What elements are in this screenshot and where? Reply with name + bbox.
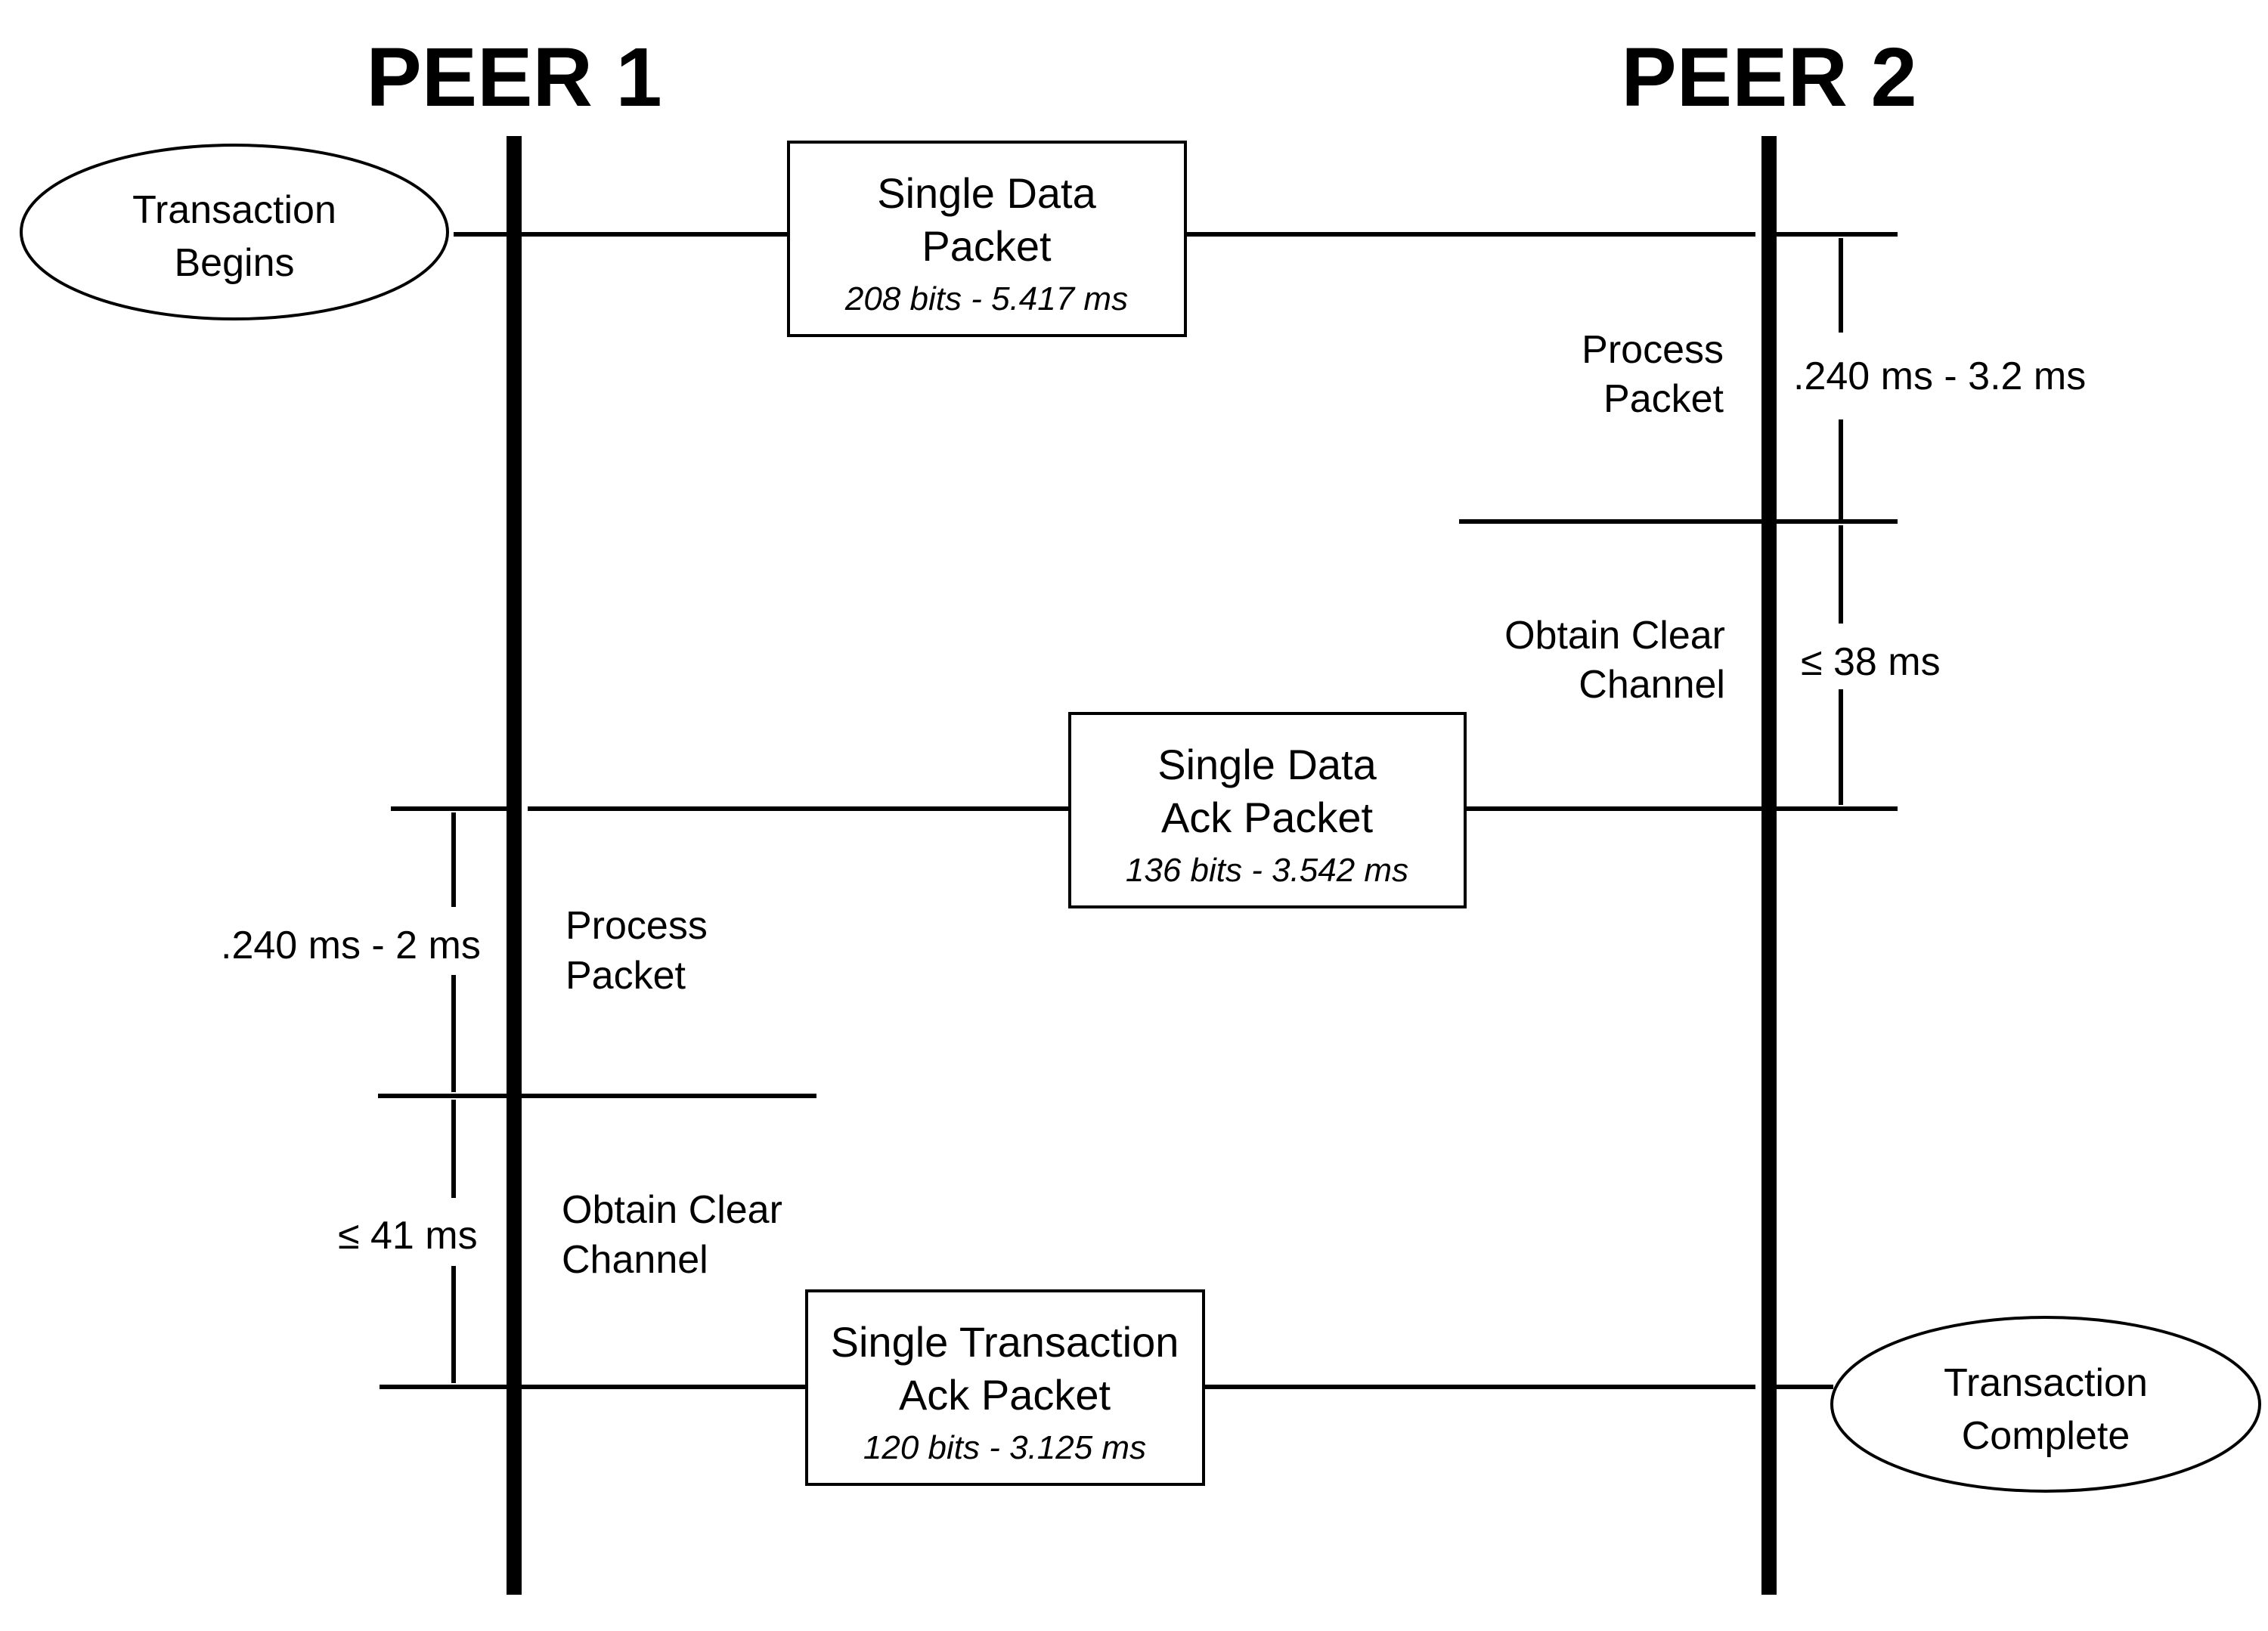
transaction-begins-line2: Begins	[175, 241, 295, 285]
transaction-begins-terminal: Transaction Begins	[20, 144, 449, 320]
peer1-obtain-timing: ≤ 41 ms	[338, 1214, 478, 1258]
transaction-ack-detail: 120 bits - 3.125 ms	[863, 1429, 1146, 1466]
data-ack-line1: Single Data	[1157, 741, 1377, 788]
transaction-ack-line2: Ack Packet	[899, 1371, 1111, 1419]
transaction-begins-line1: Transaction	[132, 188, 336, 232]
transaction-complete-line1: Transaction	[1944, 1361, 2148, 1405]
transaction-ack-line1: Single Transaction	[831, 1318, 1179, 1366]
peer1-title: PEER 1	[366, 31, 662, 124]
peer1-obtain-line2: Channel	[562, 1238, 708, 1282]
data-packet-detail: 208 bits - 5.417 ms	[844, 280, 1128, 317]
transaction-complete-line2: Complete	[1962, 1414, 2130, 1458]
peer2-obtain-line1: Obtain Clear	[1504, 614, 1725, 658]
single-transaction-ack-packet-box: Single Transaction Ack Packet 120 bits -…	[805, 1289, 1205, 1486]
peer2-process-timing: .240 ms - 3.2 ms	[1793, 354, 2086, 398]
peer2-title: PEER 2	[1621, 31, 1916, 124]
single-data-ack-packet-box: Single Data Ack Packet 136 bits - 3.542 …	[1068, 712, 1467, 908]
transaction-complete-terminal: Transaction Complete	[1830, 1316, 2261, 1493]
peer1-obtain-line1: Obtain Clear	[562, 1188, 782, 1232]
single-data-packet-box: Single Data Packet 208 bits - 5.417 ms	[787, 141, 1187, 337]
peer2-obtain-timing: ≤ 38 ms	[1801, 640, 1941, 684]
peer1-process-timing: .240 ms - 2 ms	[221, 924, 481, 967]
peer1-process-line1: Process	[565, 904, 708, 948]
peer2-process-line2: Packet	[1603, 377, 1724, 421]
data-ack-detail: 136 bits - 3.542 ms	[1126, 852, 1408, 889]
peer2-obtain-line2: Channel	[1579, 663, 1725, 707]
peer1-process-line2: Packet	[565, 954, 686, 998]
data-packet-line1: Single Data	[877, 169, 1096, 217]
data-packet-line2: Packet	[922, 222, 1052, 270]
data-ack-line2: Ack Packet	[1161, 794, 1374, 841]
peer2-process-line1: Process	[1582, 328, 1724, 372]
